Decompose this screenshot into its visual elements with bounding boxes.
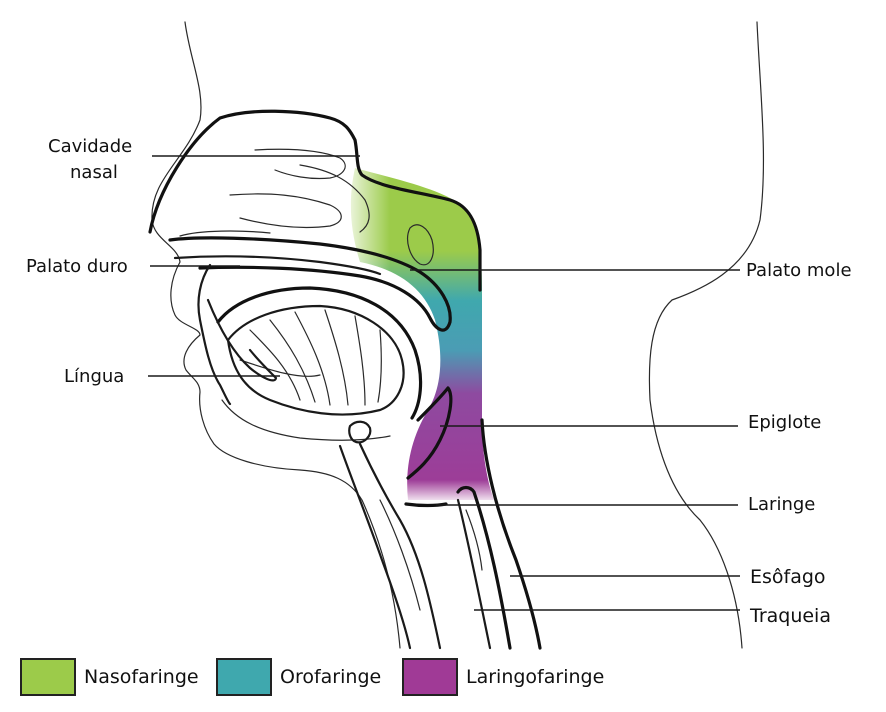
label-hard-palate: Palato duro xyxy=(26,256,128,277)
legend-swatch-oropharynx xyxy=(216,658,272,696)
legend-swatch-laryngopharynx xyxy=(402,658,458,696)
legend-item-oropharynx: Orofaringe xyxy=(216,656,381,698)
larynx-structures xyxy=(338,386,453,650)
tongue xyxy=(216,286,423,420)
label-nasal-cavity-line1: Cavidade xyxy=(48,136,132,157)
nasal-cavity xyxy=(148,109,482,292)
label-trachea: Traqueia xyxy=(749,605,831,627)
label-epiglottis: Epiglote xyxy=(748,412,821,433)
legend-label-nasopharynx: Nasofaringe xyxy=(84,666,199,688)
label-larynx: Laringe xyxy=(748,494,815,515)
label-soft-palate: Palato mole xyxy=(746,260,852,281)
legend-item-nasopharynx: Nasofaringe xyxy=(20,656,199,698)
face-profile xyxy=(151,21,401,649)
label-tongue: Língua xyxy=(64,366,124,387)
palate xyxy=(168,236,452,332)
legend-label-oropharynx: Orofaringe xyxy=(280,666,382,688)
neck-back-outline xyxy=(648,21,765,649)
airway-tubes xyxy=(456,418,542,650)
label-nasal-cavity-line2: nasal xyxy=(70,162,118,183)
label-esophagus: Esôfago xyxy=(750,566,826,588)
leader-lines xyxy=(148,155,740,611)
legend-swatch-nasopharynx xyxy=(20,658,76,696)
mouth-jaw xyxy=(197,263,391,441)
legend-label-laryngopharynx: Laringofaringe xyxy=(466,666,605,688)
legend-item-laryngopharynx: Laringofaringe xyxy=(402,656,604,698)
labels: Cavidade nasal Palato duro Língua Palato… xyxy=(26,136,852,627)
